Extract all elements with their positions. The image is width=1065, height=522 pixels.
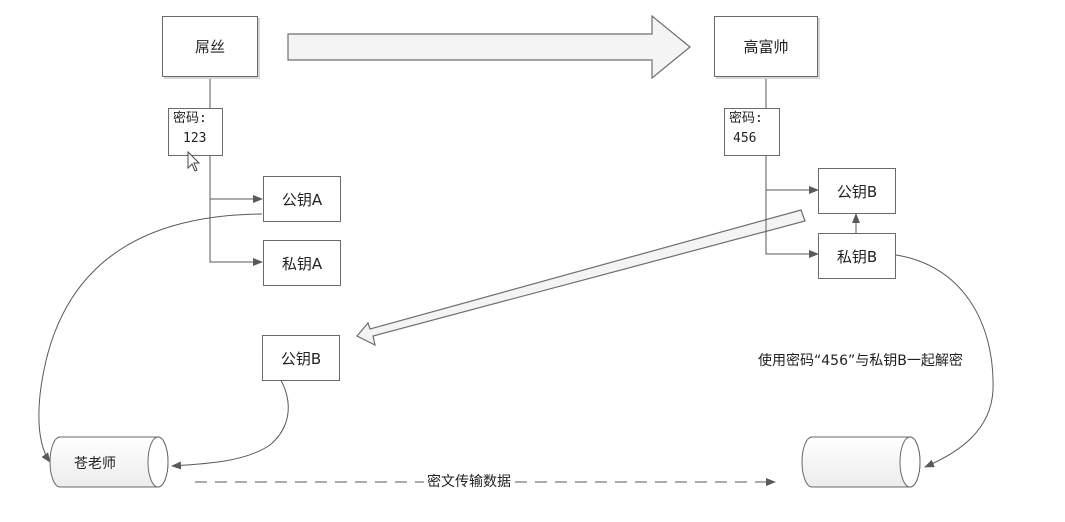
- right-password-value: 456: [733, 131, 757, 146]
- big-diagonal-arrow: [356, 209, 806, 347]
- right-cylinder: [801, 436, 921, 488]
- left-password-value: 123: [183, 131, 207, 146]
- left-branch-line: [209, 156, 263, 266]
- curve-privB-to-cylinder: [895, 254, 994, 468]
- public-key-b: 公钥B: [818, 168, 896, 214]
- mouse-cursor-icon: [187, 151, 201, 172]
- gaofushuai-node: 高富帅: [714, 16, 818, 77]
- right-password-label: 密码:: [729, 111, 763, 126]
- private-key-b-label: 私钥B: [836, 247, 878, 266]
- public-key-a: 公钥A: [263, 176, 341, 222]
- decrypt-note: 使用密码“456”与私钥B一起解密: [758, 353, 963, 369]
- big-transfer-arrow: [287, 14, 691, 80]
- diaosi-label: 屌丝: [194, 38, 225, 56]
- private-key-a-label: 私钥A: [281, 254, 323, 273]
- right-branch-line: [765, 156, 819, 258]
- right-password-box: 密码: 456: [724, 108, 780, 156]
- left-password-box: 密码: 123: [168, 108, 223, 156]
- left-password-label: 密码:: [173, 111, 207, 126]
- public-key-a-label: 公钥A: [281, 190, 323, 209]
- public-key-b-copy-label: 公钥B: [280, 349, 322, 368]
- public-key-b-label: 公钥B: [836, 182, 878, 201]
- curve-pubA-to-cang: [38, 213, 263, 463]
- public-key-b-copy: 公钥B: [262, 335, 340, 381]
- diaosi-node: 屌丝: [162, 16, 258, 77]
- cang-cylinder: [49, 436, 169, 488]
- private-key-b: 私钥B: [818, 233, 896, 279]
- curve-pubB-to-cang: [171, 357, 289, 470]
- cang-label: 苍老师: [74, 456, 116, 472]
- gaofushuai-label: 高富帅: [743, 38, 789, 56]
- private-key-a: 私钥A: [263, 240, 341, 286]
- transfer-label: 密文传输数据: [424, 471, 514, 491]
